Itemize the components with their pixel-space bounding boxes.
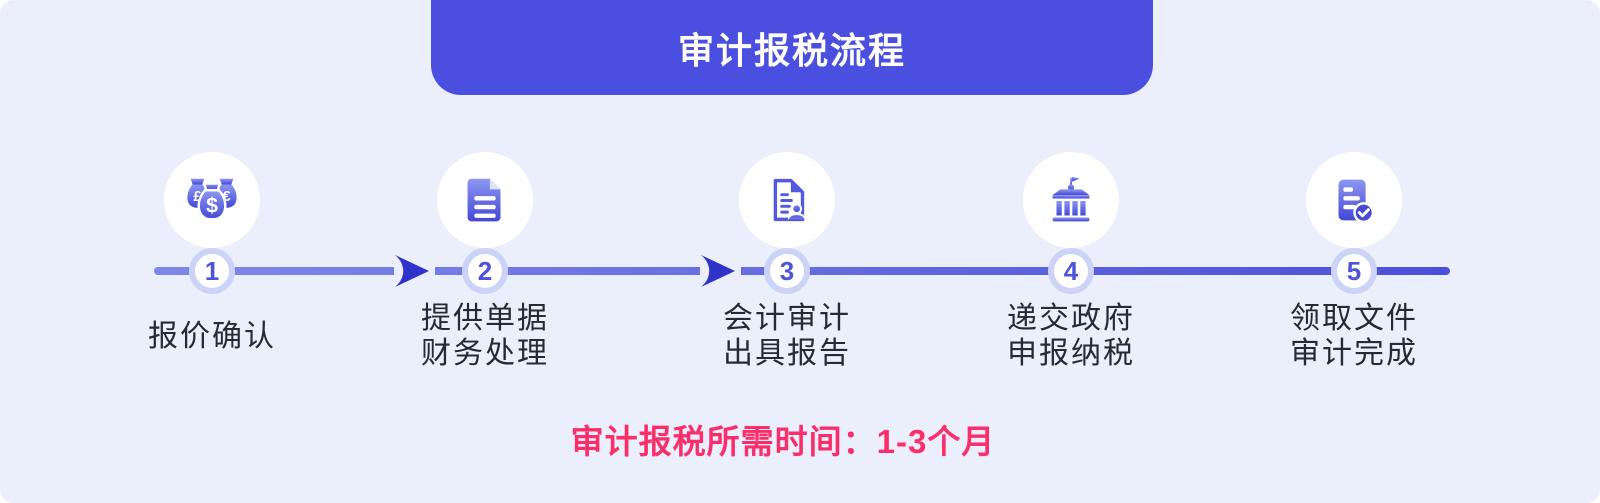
step-icon-circle [739, 152, 835, 248]
page-title: 审计报税流程 [677, 29, 906, 71]
step-1-quote-confirmation: £ € $ 1 报价确认 [102, 152, 322, 372]
step-number: 2 [477, 255, 493, 286]
step-number: 1 [204, 255, 220, 286]
step-2-provide-documents: 2 提供单据 财务处理 [375, 152, 595, 372]
step-number-badge: 2 [462, 248, 508, 294]
step-icon-circle [437, 152, 533, 248]
step-5-collect-documents: 5 领取文件 审计完成 [1244, 152, 1464, 372]
step-number-badge: 1 [189, 248, 235, 294]
step-number: 4 [1063, 255, 1079, 286]
step-3-audit-report: 3 会计审计 出具报告 [677, 152, 897, 372]
step-number: 5 [1346, 255, 1362, 286]
step-label: 递交政府 申报纳税 [1007, 302, 1135, 370]
audit-report-stamp-icon [773, 178, 806, 222]
step-icon-circle: £ € $ [164, 152, 260, 248]
step-icon-circle [1306, 152, 1402, 248]
document-check-icon [1338, 179, 1375, 224]
svg-text:€: € [222, 189, 230, 205]
step-label: 报价确认 [148, 319, 276, 353]
government-building-icon [1052, 176, 1090, 222]
svg-text:£: £ [193, 189, 201, 205]
step-number-badge: 4 [1048, 248, 1094, 294]
step-number-badge: 3 [764, 248, 810, 294]
step-4-submit-government: 4 递交政府 申报纳税 [961, 152, 1181, 372]
step-label: 会计审计 出具报告 [723, 302, 851, 370]
step-number: 3 [779, 255, 795, 286]
duration-note: 审计报税所需时间：1-3个月 [570, 423, 996, 460]
header-banner: 审计报税流程 [431, 0, 1153, 95]
step-number-badge: 5 [1331, 248, 1377, 294]
svg-text:$: $ [206, 194, 218, 218]
money-bags-icon: £ € $ [187, 178, 237, 221]
step-label: 提供单据 财务处理 [421, 302, 549, 370]
step-label: 领取文件 审计完成 [1290, 302, 1418, 370]
arrow-right-icon [395, 255, 429, 287]
step-icon-circle [1023, 152, 1119, 248]
arrow-right-icon [701, 255, 735, 287]
document-icon [467, 178, 501, 222]
